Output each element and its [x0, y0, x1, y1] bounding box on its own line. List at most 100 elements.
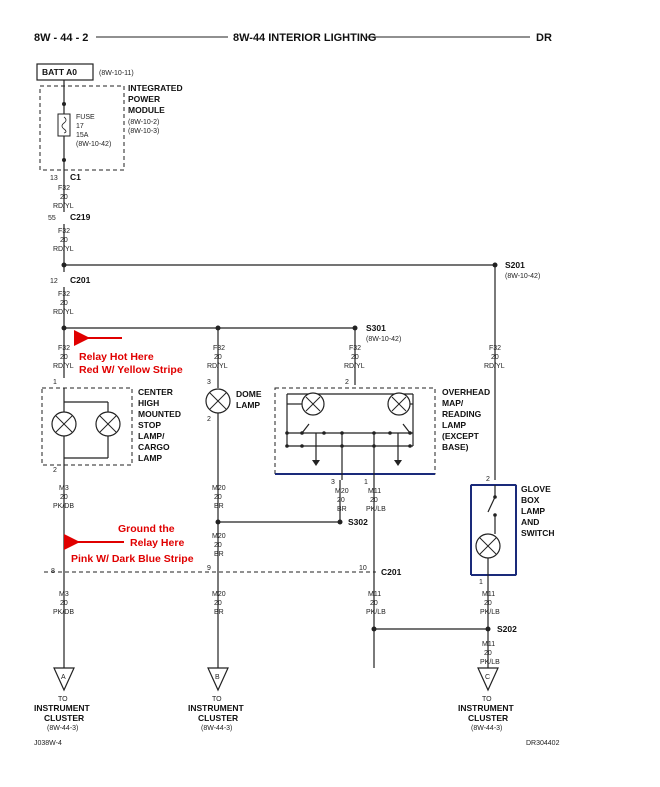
glove-label-1: BOX [521, 495, 540, 505]
output-ref: (8W-44-3) [471, 725, 502, 732]
output-label: CLUSTER [468, 713, 508, 723]
footer-left: J038W-4 [34, 740, 62, 747]
wire-color: RD/YL [484, 363, 505, 370]
s301-ref: (8W-10-42) [366, 336, 401, 343]
fuse-symbol [57, 113, 71, 137]
overhead-lamp-right-icon [387, 392, 411, 416]
wire-gauge: 20 [491, 354, 499, 361]
wire-color: PK/DB [53, 503, 74, 510]
terminal-a: A [53, 667, 75, 692]
dome-label-1: LAMP [236, 400, 260, 410]
output-ref: (8W-44-3) [201, 725, 232, 732]
wire-label: M11 [368, 488, 381, 495]
annotation-red-yellow: Red W/ Yellow Stripe [79, 364, 183, 376]
wire-label: M11 [482, 641, 495, 648]
wire-gauge: 20 [351, 354, 359, 361]
wire-color: BR [214, 551, 224, 558]
pin-number: 2 [486, 476, 490, 483]
overhead-lamp-left-icon [301, 392, 325, 416]
output-label: CLUSTER [198, 713, 238, 723]
pin-number: 1 [53, 379, 57, 386]
pin-8: 8 [51, 568, 55, 575]
annotation-relay-here: Relay Here [130, 537, 184, 549]
wire-color: RD/YL [53, 246, 74, 253]
wire-gauge: 20 [60, 194, 68, 201]
overhead-label-0: OVERHEAD [442, 387, 490, 397]
output-label: INSTRUMENT [458, 703, 515, 713]
wire-label: F32 [489, 345, 501, 352]
footer-right: DR304402 [526, 740, 560, 747]
terminal-c: C [477, 667, 499, 692]
pin-number: 1 [479, 579, 483, 586]
fuse-number: 17 [76, 123, 84, 130]
output-label: INSTRUMENT [34, 703, 91, 713]
wire-color: BR [214, 503, 224, 510]
wire-label: F32 [349, 345, 361, 352]
overhead-label-4: (EXCEPT [442, 431, 480, 441]
pin-10: 10 [359, 565, 367, 572]
s201-ref: (8W-10-42) [505, 273, 540, 280]
wire-label: F32 [58, 185, 70, 192]
pin-number: 3 [207, 379, 211, 386]
wire-color: PK/LB [366, 609, 386, 616]
output-label: CLUSTER [44, 713, 84, 723]
wire-label: M11 [482, 591, 495, 598]
wire-color: RD/YL [53, 203, 74, 210]
wire-color: PK/DB [53, 609, 74, 616]
wire-gauge: 20 [370, 497, 378, 504]
page-number: 8W - 44 - 2 [34, 32, 88, 44]
chmsl-box [41, 387, 133, 466]
s202-label: S202 [497, 624, 517, 634]
batt-ref: (8W-10-11) [99, 70, 134, 77]
wire-gauge: 20 [337, 497, 345, 504]
ipm-label-1: INTEGRATED [128, 83, 183, 93]
wire-gauge: 20 [214, 542, 222, 549]
wire-gauge: 20 [214, 494, 222, 501]
svg-text:A: A [61, 674, 66, 681]
output-to: TO [58, 696, 68, 703]
wire-gauge: 20 [60, 600, 68, 607]
s302-label: S302 [348, 517, 368, 527]
glove-label-2: LAMP [521, 506, 545, 516]
glove-label-0: GLOVE [521, 484, 551, 494]
wire-label: F32 [58, 291, 70, 298]
wire-color: RD/YL [53, 363, 74, 370]
wire-gauge: 20 [484, 650, 492, 657]
ipm-box [39, 85, 125, 171]
batt-box [36, 63, 94, 81]
wire-color: BR [337, 506, 347, 513]
wire-label: M20 [335, 488, 349, 495]
annotation-ground-the: Ground the [118, 523, 175, 535]
chmsl-label-6: LAMP [138, 453, 162, 463]
fuse-ref: (8W-10-42) [76, 141, 111, 148]
chmsl-label-3: STOP [138, 420, 161, 430]
glove-box-lamp-box [470, 484, 517, 576]
chmsl-label-5: CARGO [138, 442, 170, 452]
wire-gauge: 20 [60, 494, 68, 501]
pin-number: 2 [53, 467, 57, 474]
wire-color: RD/YL [207, 363, 228, 370]
s201-label: S201 [505, 260, 525, 270]
wire-color: PK/LB [480, 659, 500, 666]
c219-pin: 55 [48, 215, 56, 222]
c1-pin: 13 [50, 175, 58, 182]
wire-gauge: 20 [60, 300, 68, 307]
chmsl-label-1: HIGH [138, 398, 159, 408]
wire-color: PK/LB [480, 609, 500, 616]
c201-top-label: C201 [70, 275, 91, 285]
chmsl-label-0: CENTER [138, 387, 173, 397]
fuse-label: FUSE [76, 114, 95, 121]
dome-lamp-icon [205, 388, 231, 414]
output-to: TO [482, 696, 492, 703]
glove-switch-icon [487, 496, 496, 513]
svg-text:B: B [215, 674, 220, 681]
chmsl-lamp-2-icon [95, 411, 121, 437]
annotation-pink-blue: Pink W/ Dark Blue Stripe [71, 553, 194, 565]
wire-color: PK/LB [366, 506, 386, 513]
output-label: INSTRUMENT [188, 703, 245, 713]
ipm-node-top [62, 102, 66, 106]
batt-label: BATT A0 [42, 67, 77, 77]
overhead-label-5: BASE) [442, 442, 469, 452]
wire-color: RD/YL [53, 309, 74, 316]
wire-label: M20 [212, 591, 226, 598]
